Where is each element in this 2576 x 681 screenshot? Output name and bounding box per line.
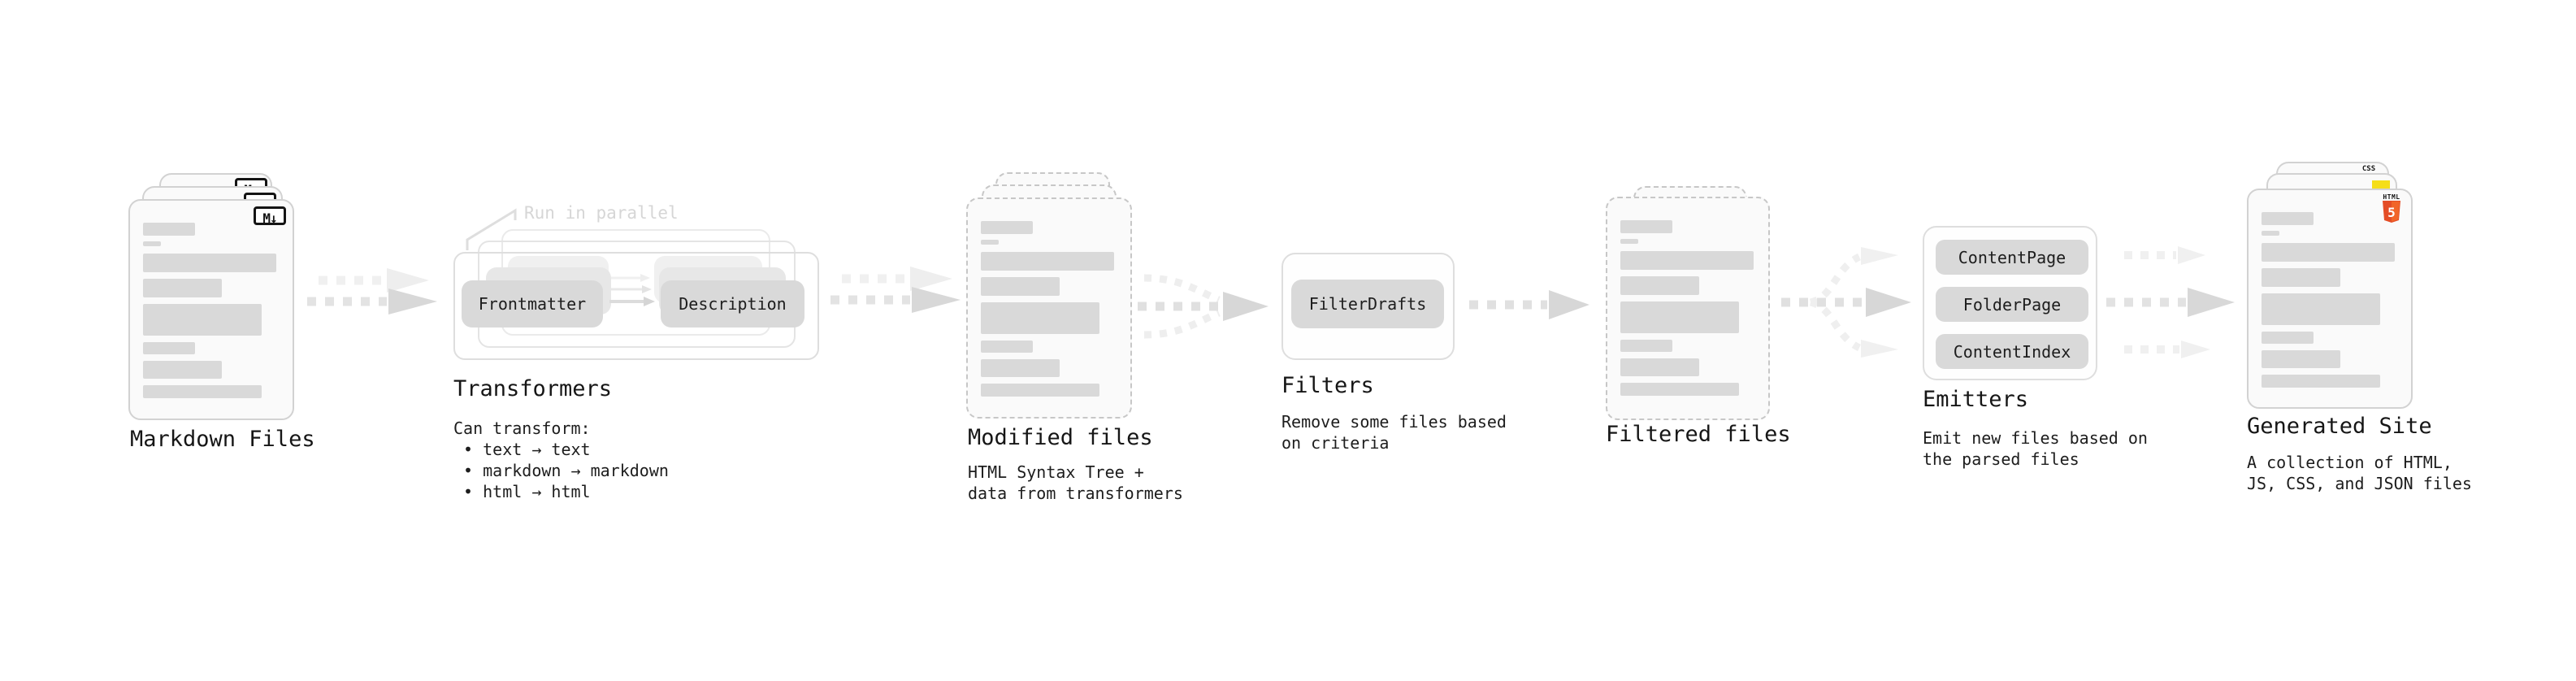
text-line-placeholder — [1620, 251, 1754, 270]
text-line-placeholder — [143, 304, 262, 336]
doc-card-front — [966, 197, 1132, 419]
text-line-placeholder — [1620, 340, 1672, 352]
arrow-transformers-to-modified-icon — [830, 267, 961, 313]
label-markdown-files: Markdown Files — [130, 427, 315, 452]
text-line-placeholder — [2262, 350, 2340, 368]
text-line-placeholder — [1620, 383, 1739, 396]
contentindex-pill: ContentIndex — [1936, 334, 2088, 369]
stage-emitters: ContentPage FolderPage ContentIndex — [1923, 226, 2097, 380]
text-line-placeholder — [2262, 212, 2314, 225]
label-emitters: Emitters — [1923, 387, 2029, 412]
contentpage-pill: ContentPage — [1936, 240, 2088, 275]
doc-content-placeholder — [143, 201, 293, 419]
text-line-placeholder — [2262, 293, 2380, 325]
text-line-placeholder — [981, 252, 1114, 271]
stage-filters: FilterDrafts — [1281, 253, 1455, 360]
label-transformers: Transformers — [453, 376, 613, 401]
text-line-placeholder — [143, 241, 161, 246]
doc-card-front: HTML 5 — [2247, 189, 2413, 409]
label-generated-site: Generated Site — [2247, 414, 2432, 439]
text-line-placeholder — [981, 384, 1099, 397]
description-pill: Description — [661, 280, 804, 327]
stage-modified-files — [966, 172, 1134, 421]
text-line-placeholder — [1620, 301, 1739, 333]
text-line-placeholder — [981, 359, 1060, 377]
label-filtered-files: Filtered files — [1606, 422, 1791, 447]
frontmatter-pill: Frontmatter — [462, 280, 603, 327]
text-line-placeholder — [981, 340, 1033, 353]
markdown-badge-icon: M↓ — [254, 206, 286, 226]
callout-line-icon — [466, 208, 517, 250]
text-line-placeholder — [2262, 243, 2395, 262]
stage-transformers: Run in parallel Frontmatter Description — [453, 200, 827, 371]
text-line-placeholder — [1620, 239, 1638, 244]
svg-text:5: 5 — [2387, 205, 2396, 220]
text-line-placeholder — [1620, 358, 1699, 376]
doc-card-front — [1606, 197, 1770, 420]
text-line-placeholder — [981, 302, 1099, 334]
text-line-placeholder — [2262, 332, 2314, 344]
label-filters: Filters — [1281, 373, 1374, 398]
text-line-placeholder — [143, 385, 262, 398]
text-line-placeholder — [2262, 268, 2340, 287]
text-line-placeholder — [1620, 276, 1699, 295]
html5-badge-icon: HTML 5 — [2382, 193, 2401, 227]
text-line-placeholder — [143, 342, 195, 354]
text-line-placeholder — [981, 221, 1033, 234]
html5-shield-icon: 5 — [2383, 201, 2400, 223]
transformers-description: Can transform: • text → text • markdown … — [453, 419, 669, 501]
label-modified-files: Modified files — [968, 425, 1153, 450]
filterdrafts-pill: FilterDrafts — [1291, 280, 1444, 328]
transformer-layer-front — [453, 252, 819, 360]
arrow-modified-to-filters-icon — [1138, 274, 1268, 339]
doc-content-placeholder — [1620, 198, 1768, 419]
text-line-placeholder — [143, 254, 276, 272]
arrow-filtered-to-emitters-icon — [1781, 247, 1911, 358]
transform-arrows-icon — [609, 274, 655, 306]
stage-markdown-files: M↓ M↓ M↓ — [128, 173, 294, 420]
arrow-markdown-to-transformers-icon — [307, 268, 437, 314]
text-line-placeholder — [2262, 231, 2279, 236]
arrow-filters-to-filtered-icon — [1469, 290, 1589, 319]
text-line-placeholder — [143, 361, 222, 379]
generated-site-description: A collection of HTML, JS, CSS, and JSON … — [2247, 453, 2472, 493]
folderpage-pill: FolderPage — [1936, 287, 2088, 322]
stage-generated-site: CSS HTML 5 — [2247, 162, 2413, 409]
emitters-description: Emit new files based on the parsed files — [1923, 428, 2148, 469]
js-badge-icon — [2372, 180, 2390, 189]
arrow-emitters-to-site-icon — [2106, 246, 2235, 358]
modified-files-description: HTML Syntax Tree + data from transformer… — [968, 462, 1183, 503]
text-line-placeholder — [143, 279, 222, 297]
doc-content-placeholder — [981, 199, 1130, 417]
run-in-parallel-annotation: Run in parallel — [524, 203, 679, 223]
doc-content-placeholder — [2262, 190, 2411, 407]
text-line-placeholder — [981, 277, 1060, 296]
text-line-placeholder — [143, 223, 195, 236]
text-line-placeholder — [2262, 375, 2380, 388]
filters-description: Remove some files based on criteria — [1281, 412, 1507, 453]
stage-filtered-files — [1606, 186, 1772, 422]
doc-card-front: M↓ — [128, 199, 294, 420]
text-line-placeholder — [981, 240, 999, 245]
text-line-placeholder — [1620, 220, 1672, 233]
